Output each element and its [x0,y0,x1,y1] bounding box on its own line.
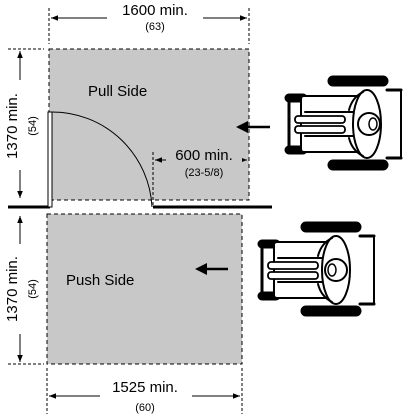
pull-side-label: Pull Side [88,83,147,100]
top-dimension-in: (63) [145,21,165,33]
door [47,111,153,208]
left-lower-dimension-in: (54) [27,279,39,299]
top-dimension-mm: 1600 min. [122,2,188,19]
bottom-dimension-in: (60) [135,402,155,414]
left-upper-dimension-mm: 1370 min. [4,93,21,159]
bottom-dimension: 1525 min. (60) [46,368,243,415]
door-leaf [47,111,53,208]
latch-side-dimension: 600 min. (23-5/8) [152,145,247,205]
bottom-dimension-mm: 1525 min. [112,379,178,396]
push-side-label: Push Side [66,272,134,289]
left-upper-dimension-in: (54) [27,116,39,136]
push-side-clear-space [46,213,243,365]
left-upper-dimension: 1370 min. (54) [4,48,44,198]
door-swing-arc [51,111,153,208]
arrow-left-icon [236,121,270,133]
latch-dimension-mm: 600 min. [175,147,233,164]
wheelchair-user-icon [257,221,376,317]
left-lower-dimension: 1370 min. (54) [4,216,44,365]
wheelchair-user-icon [284,75,403,171]
arrow-left-icon [195,263,228,275]
latch-dimension-in: (23-5/8) [185,167,224,179]
top-dimension: 1600 min. (63) [48,2,250,44]
left-lower-dimension-mm: 1370 min. [4,256,21,322]
